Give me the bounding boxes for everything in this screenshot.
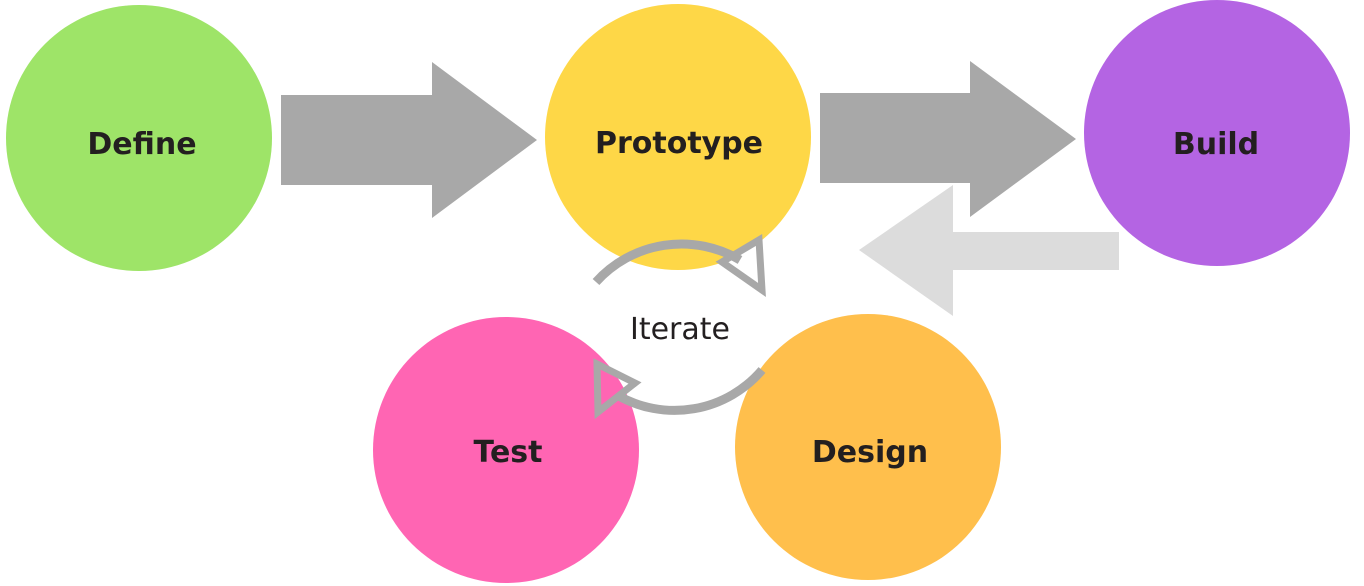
design-node: [735, 314, 1001, 580]
build-label: Build: [1173, 127, 1259, 162]
prototype-label: Prototype: [595, 126, 763, 161]
prototype-to-build-arrow: [820, 61, 1076, 217]
define-to-prototype-arrow: [281, 62, 537, 218]
cycle-arrow-top: [592, 239, 743, 286]
prototype-node: [545, 4, 811, 270]
cycle-arrowhead-top-icon: [715, 234, 766, 298]
design-label: Design: [812, 435, 928, 470]
define-label: Define: [87, 127, 196, 162]
cycle-arrow-bottom: [614, 367, 766, 415]
iterate-label: Iterate: [630, 312, 730, 347]
define-node: [6, 5, 272, 271]
build-to-design-arrow: [859, 185, 1119, 316]
build-node: [1084, 0, 1350, 266]
test-label: Test: [473, 435, 542, 470]
cycle-arrowhead-bottom-icon: [593, 358, 642, 420]
test-node: [373, 317, 639, 583]
